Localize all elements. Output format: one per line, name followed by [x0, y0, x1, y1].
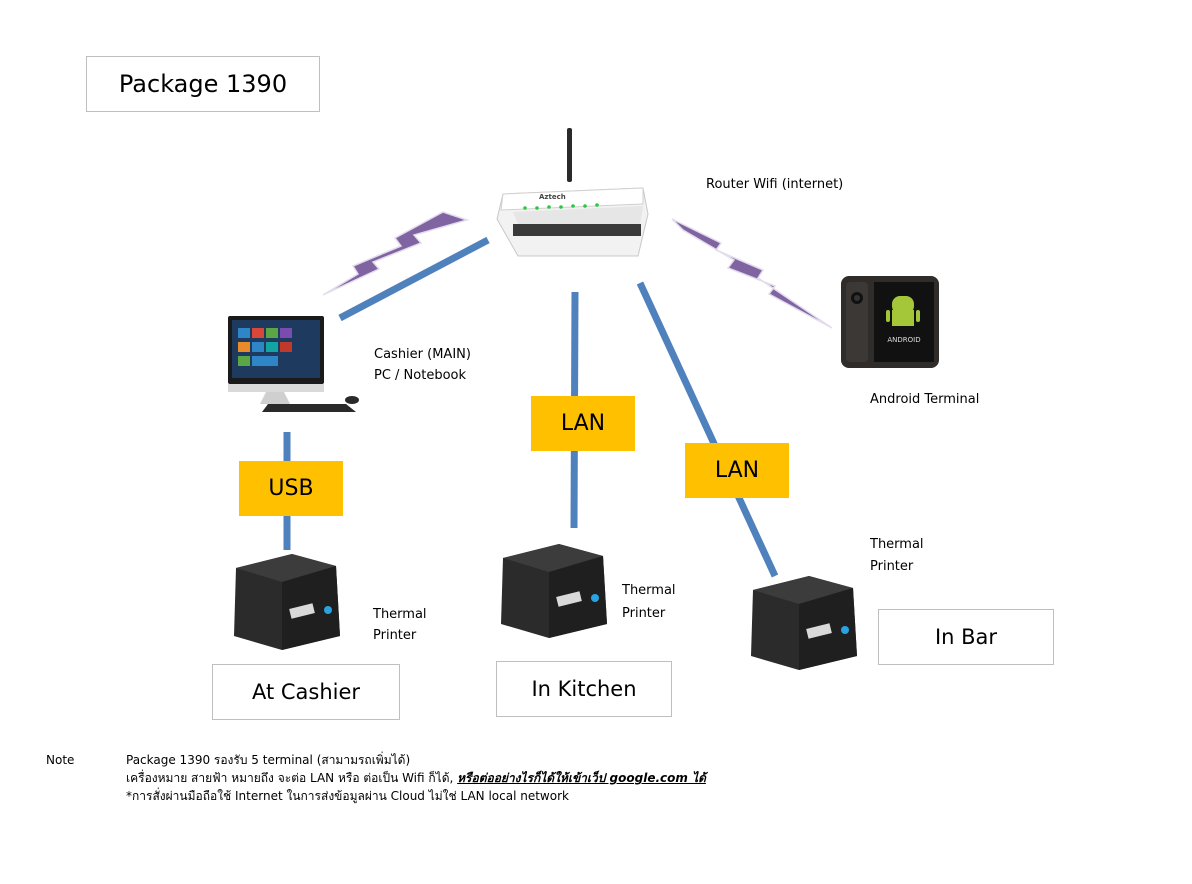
kitchen-printer-label-line1: Thermal	[622, 583, 676, 598]
cashier-pc-label-line2: PC / Notebook	[374, 368, 467, 383]
wifi-lightning-right	[671, 218, 833, 329]
kitchen-printer-label-line2: Printer	[622, 606, 666, 621]
note-line-2: เครื่องหมาย สายฟ้า หมายถึง จะต่อ LAN หรื…	[126, 770, 706, 787]
lan-line-router-bar	[636, 281, 779, 578]
lan-tag-bar: LAN	[685, 443, 789, 498]
note-label: Note	[46, 753, 75, 767]
note-line-2-emphasis: หรือต่ออย่างไรก็ได้ให้เข้าเว็ป google.co…	[457, 771, 706, 785]
usb-tag: USB	[239, 461, 343, 516]
bar-printer-label-line1: Thermal	[870, 537, 924, 552]
package-title: Package 1390	[118, 70, 288, 98]
lan-line-router-cashier	[338, 236, 490, 322]
location-label-bar: In Bar	[934, 625, 998, 649]
svg-text:ANDROID: ANDROID	[887, 336, 920, 344]
cashier-printer-label-line1: Thermal	[373, 607, 427, 622]
kitchen-thermal-printer-image	[497, 542, 613, 640]
router-label: Router Wifi (internet)	[706, 177, 844, 192]
bar-printer-label-line2: Printer	[870, 559, 914, 574]
package-title-box: Package 1390	[86, 56, 320, 112]
location-label-cashier: At Cashier	[251, 680, 361, 704]
cashier-printer-label-line2: Printer	[373, 628, 417, 643]
note-line-3: *การสั่งผ่านมือถือใช้ Internet ในการส่งข…	[126, 789, 569, 803]
cashier-pc-label-line1: Cashier (MAIN)	[374, 347, 471, 362]
note-line-2-text: เครื่องหมาย สายฟ้า หมายถึง จะต่อ LAN หรื…	[126, 771, 458, 785]
location-box-bar: In Bar	[878, 609, 1054, 665]
android-phone-image: ANDROID	[840, 272, 940, 372]
wifi-lightning-left	[322, 211, 470, 296]
location-label-kitchen: In Kitchen	[531, 677, 637, 701]
cashier-pc-image	[226, 312, 366, 422]
note-line-1: Package 1390 รองรับ 5 terminal (สามามรถเ…	[126, 753, 411, 767]
cashier-thermal-printer-image	[230, 552, 346, 652]
location-box-kitchen: In Kitchen	[496, 661, 672, 717]
bar-thermal-printer-image	[747, 574, 863, 672]
android-terminal-label: Android Terminal	[870, 392, 980, 407]
router-image: Aztech	[493, 124, 655, 260]
location-box-cashier: At Cashier	[212, 664, 400, 720]
lan-tag-kitchen: LAN	[531, 396, 635, 451]
svg-text:Aztech: Aztech	[539, 193, 566, 201]
